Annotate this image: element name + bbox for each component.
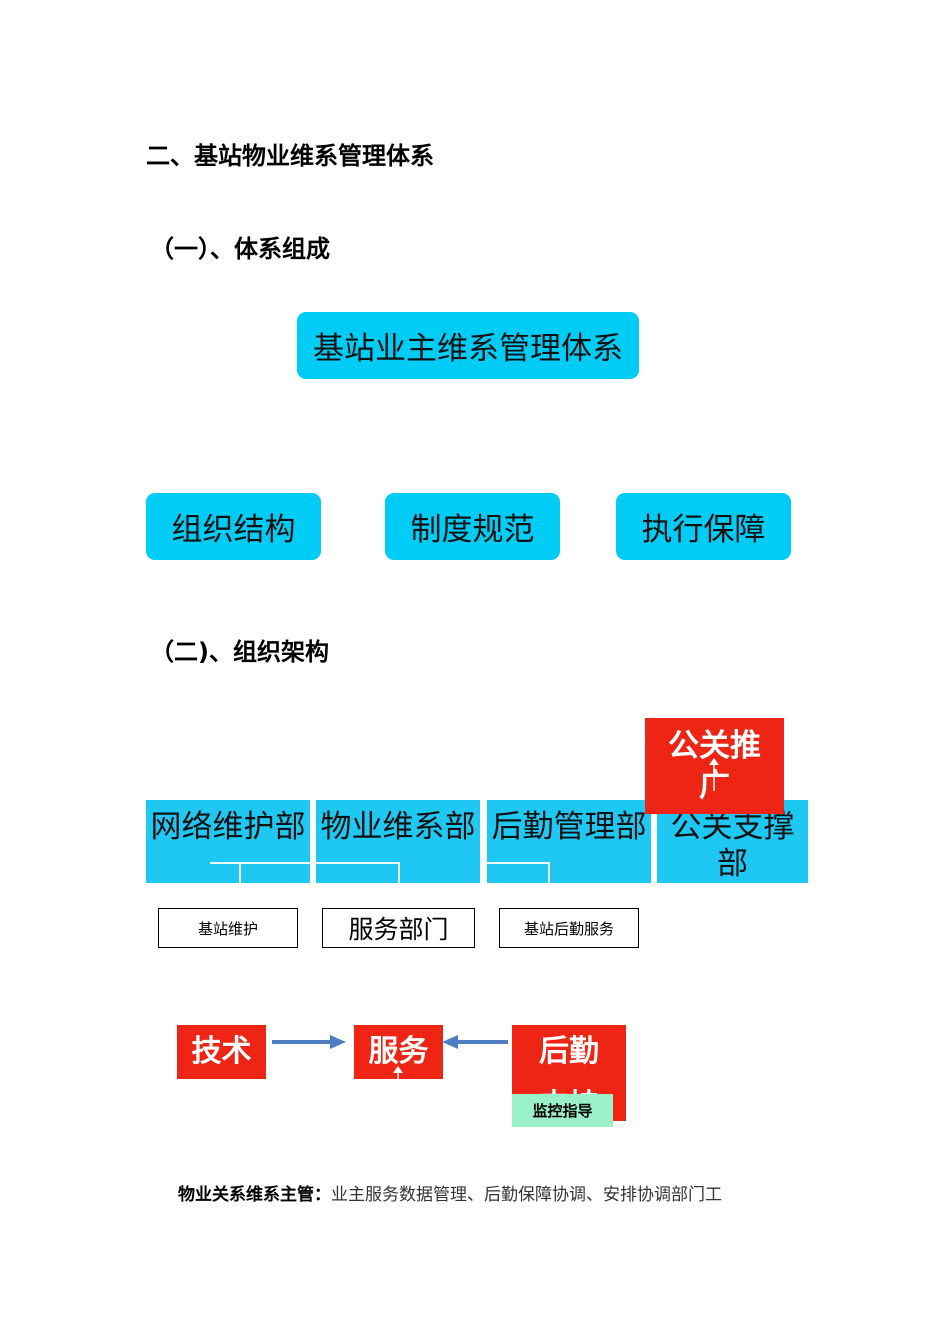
- connector-line: [210, 862, 310, 864]
- dept-logistics: 后勤管理部: [487, 800, 651, 883]
- dept-network-maintenance: 网络维护部: [146, 800, 310, 883]
- subsection-heading-composition: （一）、体系组成: [150, 235, 330, 263]
- system-part-execution: 执行保障: [616, 493, 791, 560]
- flow-tech-box: 技术: [177, 1025, 266, 1079]
- up-arrow-icon: [393, 1066, 403, 1080]
- sub-unit-service-department: 服务部门: [322, 908, 475, 948]
- connector-line: [398, 862, 400, 884]
- system-part-organization: 组织结构: [146, 493, 321, 560]
- subsection-heading-organization: （二)、组织架构: [150, 638, 329, 666]
- section-heading: 二、基站物业维系管理体系: [146, 142, 434, 170]
- monitor-guidance-box: 监控指导: [512, 1094, 613, 1127]
- connector-line: [239, 862, 241, 884]
- footer-description: 业主服务数据管理、后勤保障协调、安排协调部门工: [331, 1185, 722, 1205]
- up-arrow-icon: [709, 758, 719, 791]
- system-part-regulations: 制度规范: [385, 493, 560, 560]
- connector-line: [487, 862, 549, 864]
- sub-unit-station-logistics: 基站后勤服务: [499, 908, 639, 948]
- right-arrow-icon: [272, 1035, 346, 1049]
- footer-text: 物业关系维系主管：业主服务数据管理、后勤保障协调、安排协调部门工: [178, 1180, 722, 1205]
- connector-line: [548, 862, 550, 884]
- left-arrow-icon: [442, 1035, 508, 1049]
- footer-label: 物业关系维系主管：: [178, 1185, 331, 1205]
- connector-line: [316, 862, 398, 864]
- sub-unit-station-maintenance: 基站维护: [158, 908, 298, 948]
- system-root-box: 基站业主维系管理体系: [297, 312, 639, 379]
